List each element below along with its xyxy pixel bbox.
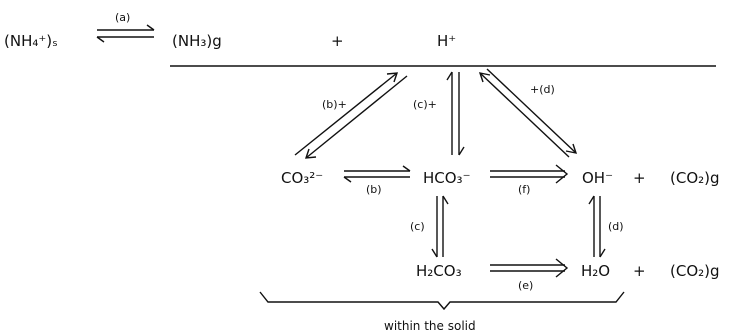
equilibrium-arrow-d-diagonal <box>478 68 578 158</box>
label-c-plus: (c)+ <box>413 98 437 111</box>
label-a: (a) <box>115 11 130 24</box>
species-nh3-gas: (NH₃)g <box>172 32 222 50</box>
caption-within-solid: within the solid <box>384 319 476 333</box>
label-d-plus: +(d) <box>530 83 555 96</box>
species-carbonate: CO₃²⁻ <box>281 169 323 187</box>
equilibrium-arrow-c <box>431 195 449 258</box>
equilibrium-arrow-d <box>588 195 606 258</box>
plus-sign-top: + <box>331 32 344 50</box>
label-b: (b) <box>366 183 382 196</box>
species-carbonic-acid: H₂CO₃ <box>416 262 462 280</box>
plus-sign-middle: + <box>633 169 646 187</box>
species-nh4-solid: (NH₄⁺)ₛ <box>4 32 58 50</box>
label-c: (c) <box>410 220 425 233</box>
equilibrium-arrow-a <box>96 24 155 43</box>
label-d: (d) <box>608 220 624 233</box>
species-co2-gas-bottom: (CO₂)g <box>670 262 720 280</box>
species-water: H₂O <box>581 262 610 280</box>
solid-bracket <box>259 291 625 311</box>
species-co2-gas-middle: (CO₂)g <box>670 169 720 187</box>
species-hydroxide: OH⁻ <box>582 169 613 187</box>
reaction-arrow-f <box>490 164 569 184</box>
label-e: (e) <box>518 279 533 292</box>
species-bicarbonate: HCO₃⁻ <box>423 169 471 187</box>
reaction-arrow-e <box>490 258 569 278</box>
equilibrium-arrow-b-diagonal <box>294 72 408 159</box>
label-f: (f) <box>518 183 530 196</box>
species-h-plus: H⁺ <box>437 32 456 50</box>
equilibrium-arrow-c-vertical <box>446 71 465 156</box>
label-b-plus: (b)+ <box>322 98 347 111</box>
plus-sign-bottom: + <box>633 262 646 280</box>
equilibrium-arrow-b-horizontal <box>343 165 411 183</box>
